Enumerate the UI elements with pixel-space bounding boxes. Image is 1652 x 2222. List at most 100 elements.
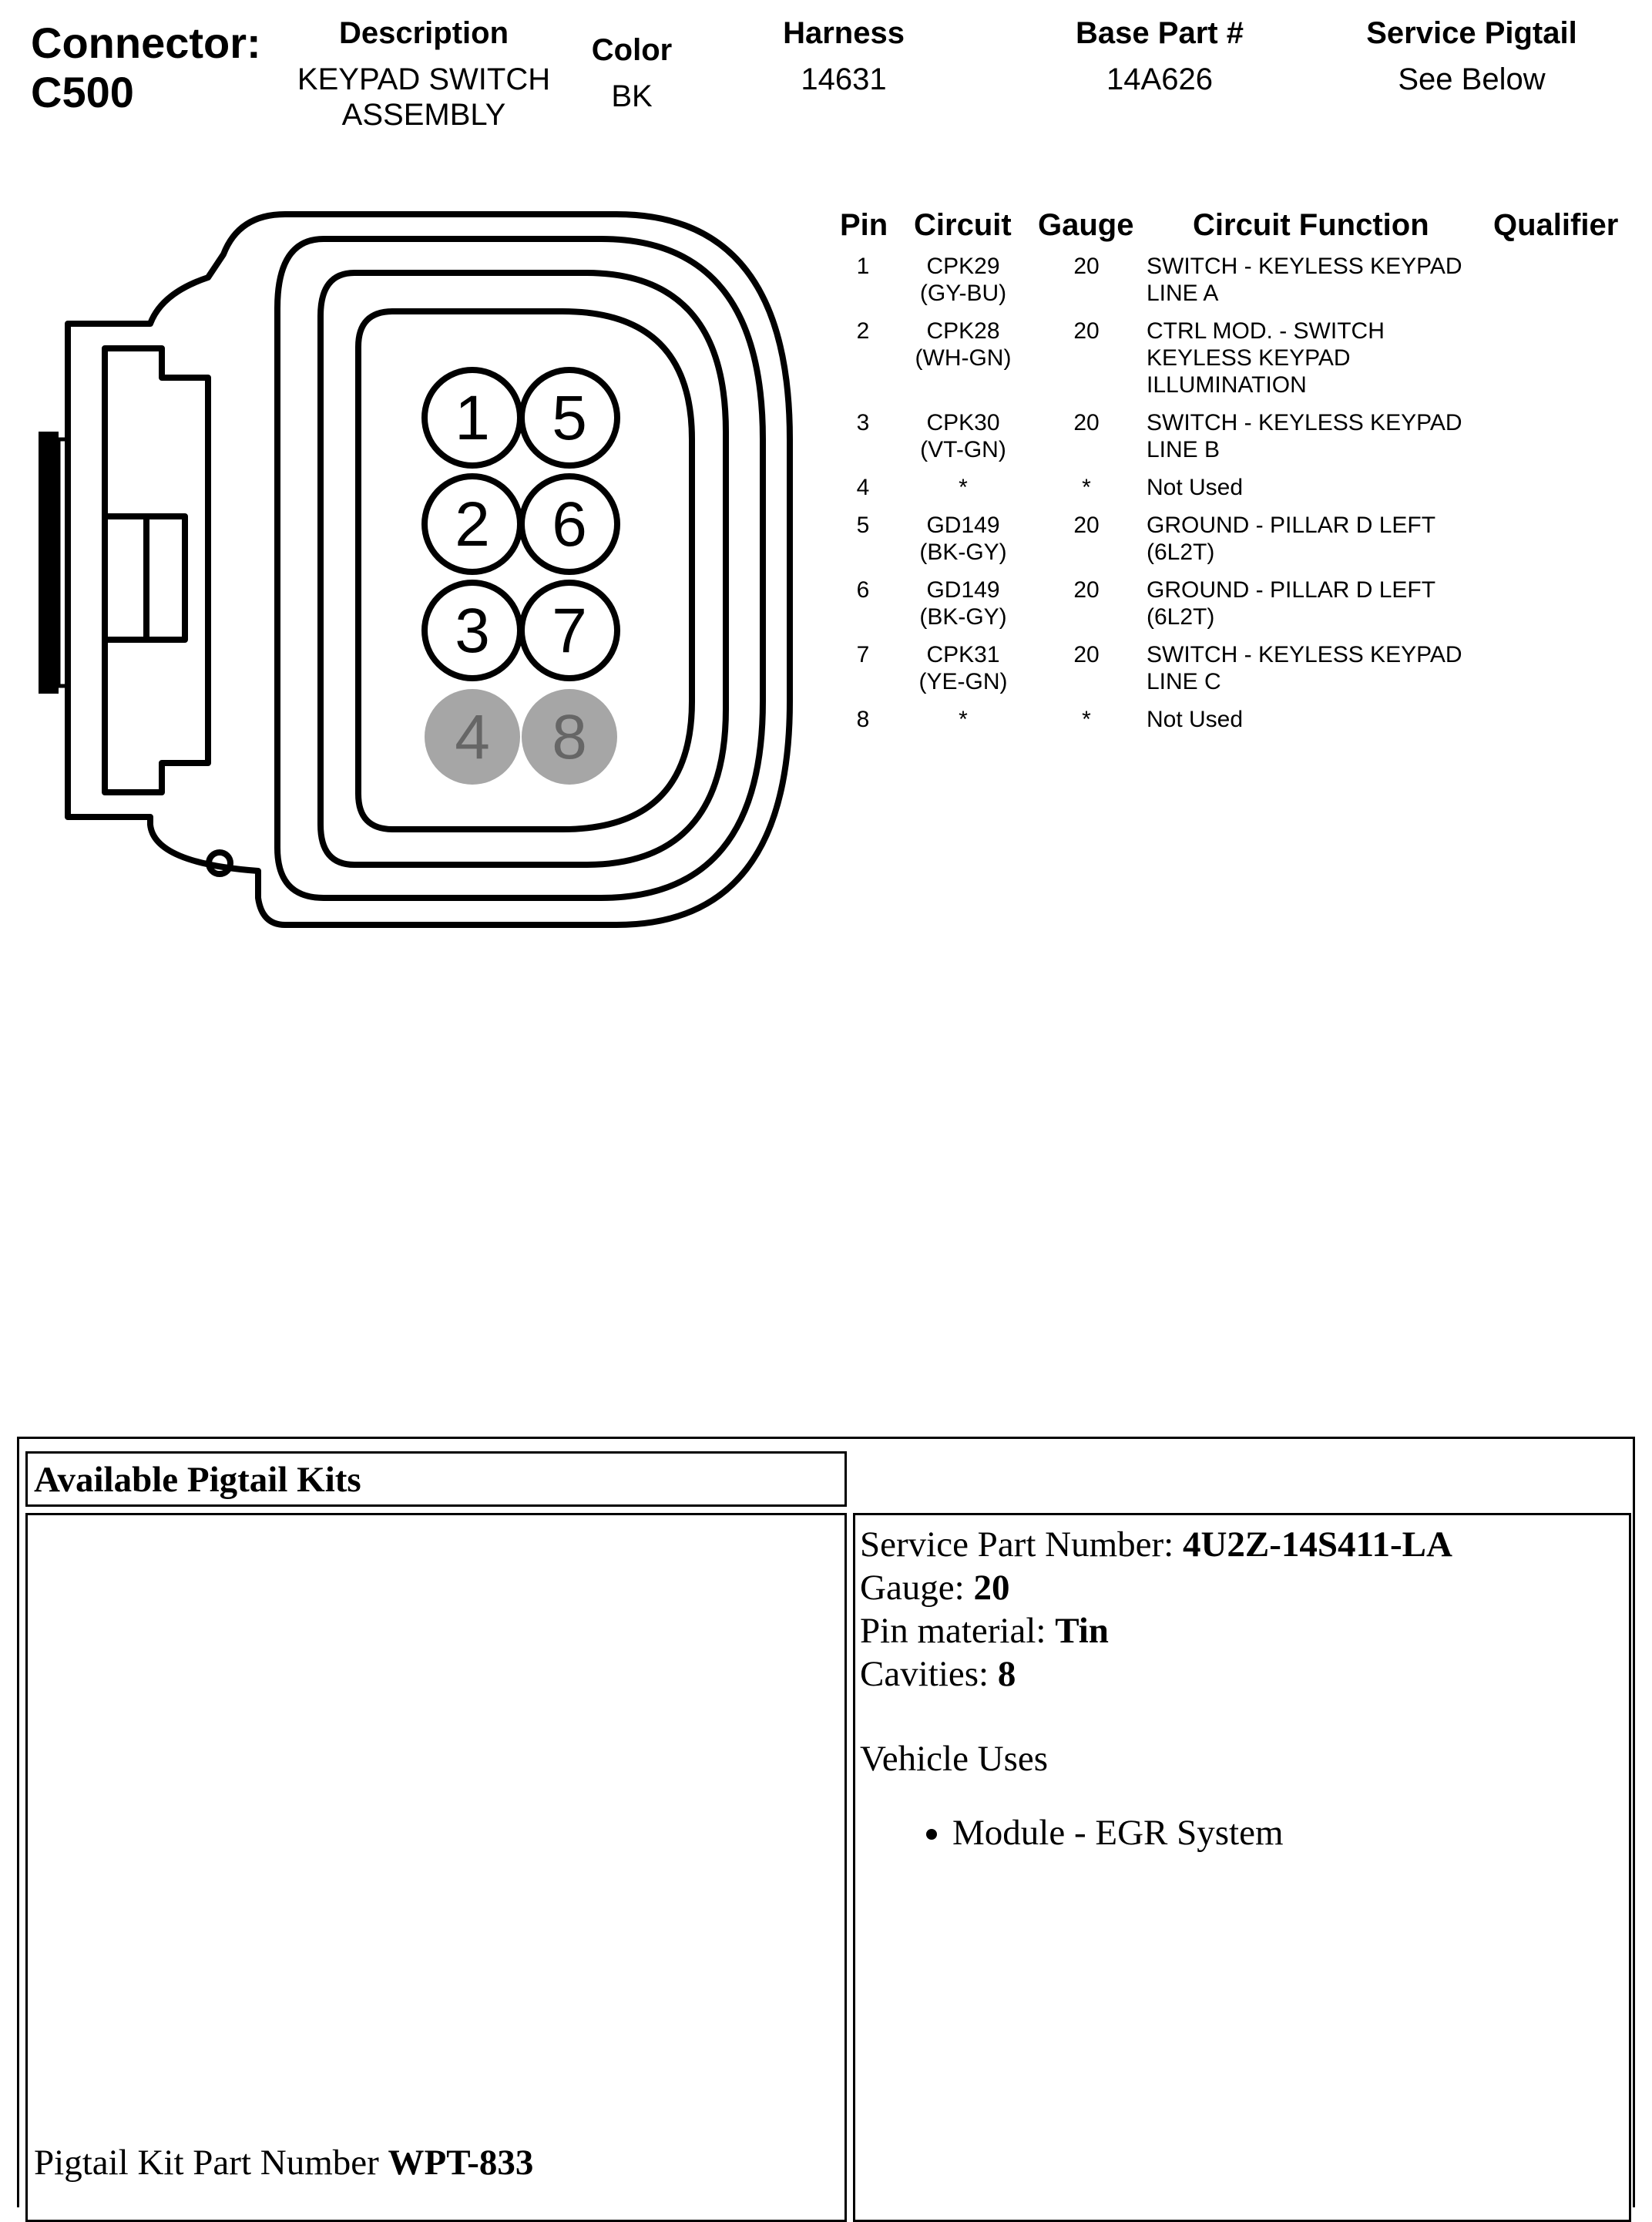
pin-number-label: 6	[552, 489, 587, 560]
gauge-label: Gauge:	[860, 1568, 974, 1608]
vehicle-uses-label: Vehicle Uses	[860, 1739, 1049, 1779]
connector-face-diagram: 1 2 3 4 5 6 7 8	[39, 211, 793, 928]
service-part-line: Service Part Number: 4U2Z-14S411-LA	[860, 1523, 1629, 1566]
description-line1: KEYPAD SWITCH	[297, 62, 551, 96]
cavities-label: Cavities:	[860, 1654, 998, 1694]
function-line: LINE C	[1147, 669, 1221, 694]
description-line2: ASSEMBLY	[341, 98, 506, 132]
gauge-cell: 20	[1073, 410, 1100, 435]
harness-label: Harness	[783, 16, 905, 50]
description-column: Description KEYPAD SWITCH ASSEMBLY	[277, 15, 570, 133]
gauge-cell: 20	[1073, 577, 1100, 603]
connector-pins: 1 2 3 4 5 6 7 8	[421, 367, 620, 785]
pin-cell: 2	[856, 318, 870, 344]
function-cell: Not Used	[1147, 474, 1501, 501]
harness-value: 14631	[801, 62, 887, 96]
circuit-color-code: (BK-GY)	[919, 604, 1007, 630]
pigtail-kits-table: Available Pigtail Kits Pigtail Kit Part …	[17, 1437, 1635, 2222]
circuit-header: Circuit	[914, 208, 1012, 242]
circuit-cell: CPK30(VT-GN)	[894, 409, 1032, 463]
circuit-cell: CPK29(GY-BU)	[894, 253, 1032, 307]
gauge-cell: *	[1082, 475, 1091, 500]
service-pigtail-column: Service Pigtail See Below	[1325, 15, 1618, 97]
base-part-column: Base Part # 14A626	[1032, 15, 1287, 97]
function-line: (6L2T)	[1147, 540, 1215, 565]
pin-cavity-5	[519, 367, 620, 469]
gauge-cell: 20	[1073, 254, 1100, 279]
function-line: ILLUMINATION	[1147, 372, 1307, 398]
pin-number-label: 8	[552, 702, 587, 772]
gauge-header: Gauge	[1038, 208, 1134, 242]
circuit-color-code: (WH-GN)	[915, 345, 1012, 371]
circuit-color-code: (YE-GN)	[918, 669, 1008, 694]
function-header: Circuit Function	[1193, 208, 1429, 242]
pin-cavity-6	[519, 473, 620, 575]
gauge-cell: 20	[1073, 513, 1100, 538]
cavities-value: 8	[997, 1654, 1016, 1694]
pin-number-label: 3	[455, 596, 490, 666]
pin-number-label: 4	[455, 702, 490, 772]
pin-number-label: 7	[552, 596, 587, 666]
circuit-cell: CPK28(WH-GN)	[894, 318, 1032, 371]
service-pigtail-value: See Below	[1398, 62, 1546, 96]
function-cell: Not Used	[1147, 706, 1501, 733]
circuit-cell: CPK31(YE-GN)	[894, 641, 1032, 695]
base-part-label: Base Part #	[1076, 16, 1244, 50]
function-line: Not Used	[1147, 475, 1244, 500]
pigtail-kits-title: Available Pigtail Kits	[34, 1460, 361, 1500]
pin-cavity-8	[522, 689, 617, 785]
pigtail-kit-image-cell: Pigtail Kit Part Number WPT-833	[25, 1513, 847, 2222]
description-label: Description	[338, 16, 509, 50]
function-line: GROUND - PILLAR D LEFT	[1147, 577, 1436, 603]
harness-column: Harness 14631	[740, 15, 948, 97]
circuit-cell: GD149(BK-GY)	[894, 512, 1032, 566]
pigtail-kit-part-line: Pigtail Kit Part Number WPT-833	[34, 2141, 533, 2184]
color-value: BK	[611, 79, 653, 113]
pin-cell: 1	[856, 254, 870, 279]
pin-cavity-7	[519, 580, 620, 681]
service-part-label: Service Part Number:	[860, 1524, 1183, 1565]
function-line: Not Used	[1147, 707, 1244, 732]
service-part-value: 4U2Z-14S411-LA	[1182, 1524, 1452, 1565]
connector-heading: Connector: C500	[31, 18, 261, 117]
function-line: LINE A	[1147, 281, 1219, 306]
function-line: SWITCH - KEYLESS KEYPAD	[1147, 642, 1462, 667]
pin-cell: 5	[856, 513, 870, 538]
pin-number-label: 2	[455, 489, 490, 560]
gauge-line: Gauge: 20	[860, 1566, 1629, 1609]
circuit-cell: GD149(BK-GY)	[894, 577, 1032, 630]
pin-cell: 8	[856, 707, 870, 732]
vehicle-uses-list: Module - EGR System	[860, 1811, 1629, 1854]
function-cell: GROUND - PILLAR D LEFT(6L2T)	[1147, 577, 1501, 630]
gauge-cell: *	[1082, 707, 1091, 732]
function-line: CTRL MOD. - SWITCH	[1147, 318, 1385, 344]
pigtail-kit-part-value: WPT-833	[388, 2143, 534, 2183]
circuit-color-code: (BK-GY)	[919, 540, 1007, 565]
pin-number-label: 5	[552, 383, 587, 453]
gauge-value: 20	[973, 1568, 1010, 1608]
pin-number-label: 1	[455, 383, 490, 453]
color-label: Color	[591, 33, 673, 67]
connector-label: Connector:	[31, 18, 261, 67]
pin-header: Pin	[840, 208, 888, 242]
function-line: KEYLESS KEYPAD	[1147, 345, 1351, 371]
function-line: (6L2T)	[1147, 604, 1215, 630]
pigtail-kit-part-label: Pigtail Kit Part Number	[34, 2143, 388, 2183]
function-line: SWITCH - KEYLESS KEYPAD	[1147, 254, 1462, 279]
vehicle-use-item: Module - EGR System	[952, 1811, 1629, 1854]
circuit-cell: *	[959, 475, 968, 500]
pin-cell: 4	[856, 475, 870, 500]
circuit-color-code: (VT-GN)	[920, 437, 1006, 462]
pin-material-value: Tin	[1055, 1611, 1109, 1651]
pin-material-line: Pin material: Tin	[860, 1609, 1629, 1652]
circuit-color-code: (GY-BU)	[919, 281, 1007, 306]
base-part-value: 14A626	[1106, 62, 1213, 96]
gauge-cell: 20	[1073, 642, 1100, 667]
connector-id: C500	[31, 68, 134, 116]
color-column: Color BK	[570, 32, 693, 114]
service-pigtail-label: Service Pigtail	[1366, 16, 1577, 50]
